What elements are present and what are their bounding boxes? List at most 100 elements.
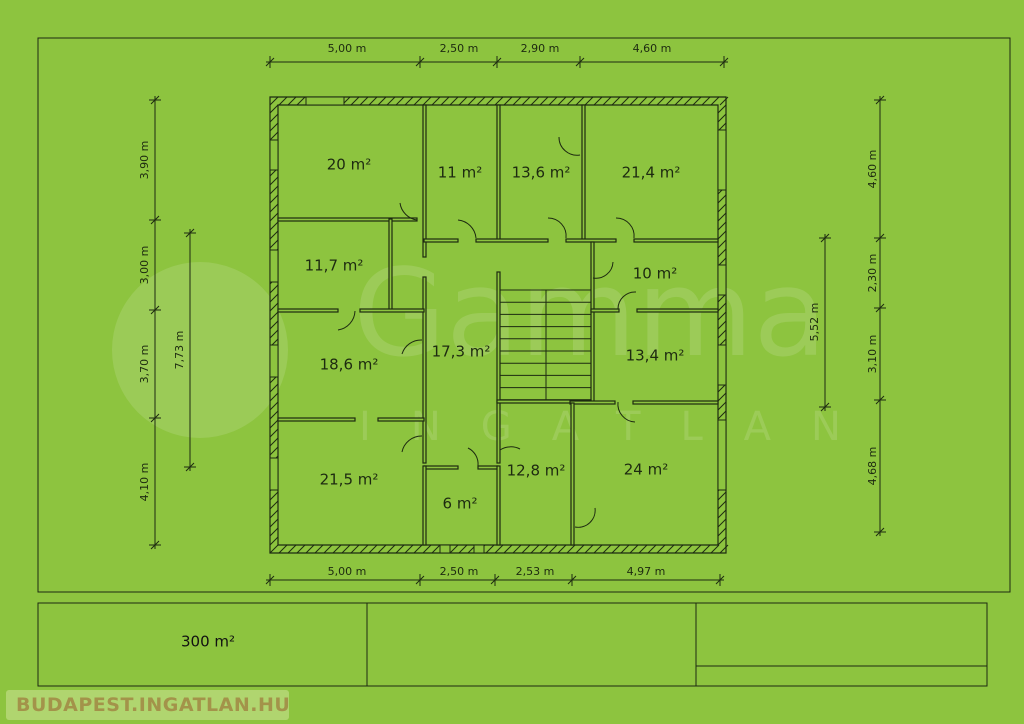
wall-hatch [548, 96, 558, 106]
wall-hatch [449, 544, 459, 554]
wall-hatch [269, 293, 279, 303]
wall-hatch [485, 544, 495, 554]
wall-hatch [717, 392, 727, 402]
door-swing [592, 261, 614, 279]
room-label: 17,3 m² [432, 343, 491, 361]
wall-hatch [368, 544, 378, 554]
interior-wall [636, 308, 719, 313]
wall-hatch [656, 544, 666, 554]
wall-hatch [719, 96, 729, 106]
wall-hatch [710, 96, 720, 106]
window [269, 249, 279, 283]
wall-hatch [377, 96, 387, 106]
wall-hatch [701, 544, 711, 554]
wall-hatch [269, 544, 279, 554]
wall-hatch [269, 302, 279, 312]
wall-hatch [656, 96, 666, 106]
svg-text:4,97 m: 4,97 m [627, 565, 666, 578]
wall-hatch [269, 212, 279, 222]
wall-hatch [359, 96, 369, 106]
wall-hatch [717, 329, 727, 339]
wall-hatch [269, 518, 279, 528]
wall-hatch [269, 536, 279, 546]
wall-hatch [521, 544, 531, 554]
wall-hatch [314, 544, 324, 554]
wall-hatch [431, 96, 441, 106]
wall-hatch [413, 96, 423, 106]
wall-hatch [665, 544, 675, 554]
door-swing [467, 447, 479, 467]
wall-hatch [638, 544, 648, 554]
wall-hatch [503, 544, 513, 554]
door-swing [401, 339, 423, 355]
wall-hatch [269, 203, 279, 213]
walls [269, 96, 729, 554]
wall-hatch [404, 544, 414, 554]
wall-hatch [539, 544, 549, 554]
wall-hatch [440, 96, 450, 106]
room-label: 24 m² [624, 461, 668, 479]
wall-hatch [458, 96, 468, 106]
wall-hatch [269, 96, 279, 106]
interior-wall [496, 465, 501, 546]
window [717, 264, 727, 296]
wall-hatch [548, 544, 558, 554]
interior-wall [570, 402, 575, 546]
wall-hatch [593, 544, 603, 554]
room-labels: 20 m² 11 m² 13,6 m² 21,4 m² 11,7 m² 10 m… [305, 156, 685, 513]
interior-wall [477, 465, 499, 470]
svg-text:5,00 m: 5,00 m [328, 565, 367, 578]
wall-hatch [269, 194, 279, 204]
interior-wall [277, 417, 356, 422]
wall-hatch [269, 392, 279, 402]
window [717, 129, 727, 191]
wall-hatch [269, 230, 279, 240]
wall-hatch [566, 544, 576, 554]
door-swing [401, 435, 423, 453]
wall-hatch [422, 96, 432, 106]
interior-wall [423, 465, 459, 470]
svg-text:2,90 m: 2,90 m [521, 42, 560, 55]
wall-hatch [674, 96, 684, 106]
wall-hatch [386, 96, 396, 106]
svg-text:2,50 m: 2,50 m [440, 565, 479, 578]
wall-hatch [717, 212, 727, 222]
wall-hatch [717, 203, 727, 213]
wall-hatch [717, 113, 727, 123]
interior-wall [277, 217, 418, 222]
wall-hatch [269, 104, 279, 114]
wall-hatch [269, 311, 279, 321]
wall-hatch [512, 544, 522, 554]
wall-hatch [629, 96, 639, 106]
wall-hatch [717, 500, 727, 510]
logo-text: BUDAPEST.INGATLAN.HU [16, 694, 291, 716]
wall-hatch [269, 185, 279, 195]
svg-text:4,10 m: 4,10 m [138, 463, 151, 502]
svg-text:5,00 m: 5,00 m [328, 42, 367, 55]
wall-hatch [638, 96, 648, 106]
window [269, 344, 279, 378]
wall-hatch [296, 96, 306, 106]
wall-hatch [422, 544, 432, 554]
dimension-labels: 5,00 m 2,50 m 2,90 m 4,60 m 5,00 m 2,50 … [138, 42, 879, 578]
wall-hatch [476, 96, 486, 106]
site-logo[interactable]: BUDAPEST.INGATLAN.HU [6, 690, 291, 720]
interior-wall [359, 308, 425, 313]
window [717, 419, 727, 491]
wall-hatch [377, 544, 387, 554]
wall-hatch [521, 96, 531, 106]
interior-wall [475, 238, 549, 243]
svg-text:3,10 m: 3,10 m [866, 335, 879, 374]
wall-hatch [539, 96, 549, 106]
wall-hatch [368, 96, 378, 106]
wall-hatch [620, 544, 630, 554]
wall-hatch [717, 104, 727, 114]
wall-hatch [269, 428, 279, 438]
wall-hatch [611, 96, 621, 106]
wall-hatch [296, 544, 306, 554]
wall-hatch [269, 410, 279, 420]
wall-hatch [350, 544, 360, 554]
wall-hatch [269, 239, 279, 249]
wall-hatch [386, 544, 396, 554]
svg-text:4,68 m: 4,68 m [866, 447, 879, 486]
